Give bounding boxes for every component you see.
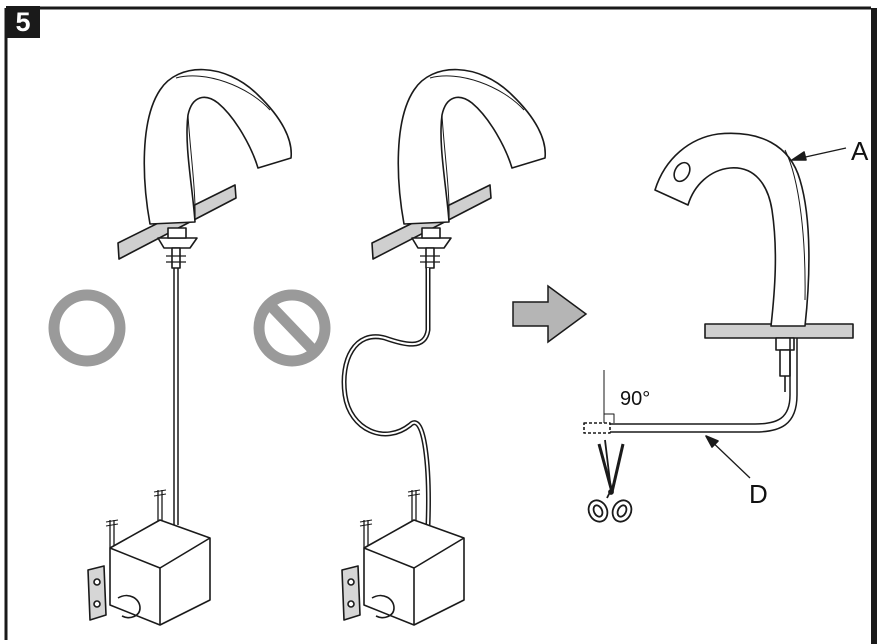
prohibited-icon — [253, 289, 331, 367]
panel-correct — [87, 68, 292, 626]
label-faucet-a: A — [851, 136, 869, 166]
faucet-body — [143, 68, 292, 225]
panel-cut-hose — [583, 132, 854, 479]
faucet-body-a — [654, 132, 810, 327]
right-arrow-icon — [512, 284, 588, 344]
panel-incorrect — [341, 68, 546, 626]
step-number-badge: 5 — [6, 6, 40, 38]
scissors-icon — [587, 439, 633, 523]
frame — [4, 6, 877, 644]
ok-circle-icon — [48, 289, 126, 367]
hose-d — [610, 338, 798, 433]
hose-d-inner — [610, 338, 791, 425]
label-angle: 90° — [620, 388, 651, 410]
faucet-body-2 — [397, 68, 546, 225]
label-hose-d: D — [749, 479, 768, 509]
